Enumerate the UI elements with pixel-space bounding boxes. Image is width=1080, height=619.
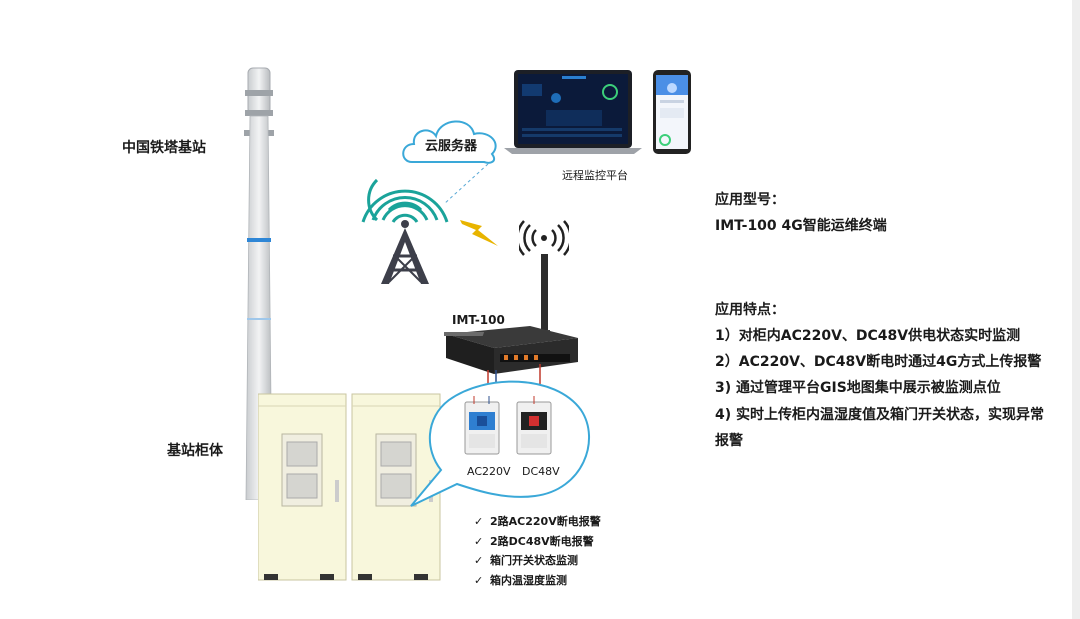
laptop-dashboard-icon [504,70,691,154]
checklist-item: ✓2路DC48V断电报警 [474,532,601,552]
feature-item-1: 1）对柜内AC220V、DC48V供电状态实时监测 [715,328,1021,344]
feature-checklist: ✓2路AC220V断电报警 ✓2路DC48V断电报警 ✓箱门开关状态监测 ✓箱内… [474,512,601,590]
signal-tower-icon [361,178,449,284]
feature-item-2: 2）AC220V、DC48V断电时通过4G方式上传报警 [715,354,1042,370]
breaker-callout [410,380,590,507]
checklist-item: ✓箱门开关状态监测 [474,551,601,571]
wireless-icon [519,220,569,256]
imt100-device-icon [444,254,578,390]
lightning-icon [460,220,498,246]
cloud-icon [402,120,497,164]
scrollbar[interactable] [1072,0,1080,619]
cabinet-illustration [258,393,441,581]
checklist-item: ✓2路AC220V断电报警 [474,512,601,532]
feature-item-4: 4) 实时上传柜内温湿度值及箱门开关状态，实现异常 [715,407,1045,423]
checklist-item: ✓箱内温湿度监测 [474,571,601,591]
model-value: IMT-100 4G智能运维终端 [715,218,887,234]
platform-label: 远程监控平台 [562,169,628,182]
cabinet-label: 基站柜体 [167,443,223,459]
check-icon: ✓ [474,515,484,528]
tower-label: 中国铁塔基站 [122,140,206,156]
device-label: IMT-100 [452,313,505,327]
feature-item-4-cont: 报警 [715,433,743,449]
dashed-link [443,163,489,205]
check-icon: ✓ [474,554,484,567]
check-icon: ✓ [474,573,484,587]
check-icon: ✓ [474,534,484,548]
features-title: 应用特点： [715,302,785,318]
feature-item-3: 3) 通过管理平台GIS地图集中展示被监测点位 [715,380,1001,396]
ac-breaker-label: AC220V [467,465,511,478]
dc-breaker-label: DC48V [522,465,560,478]
cloud-label: 云服务器 [425,139,478,154]
model-title: 应用型号： [715,192,785,208]
